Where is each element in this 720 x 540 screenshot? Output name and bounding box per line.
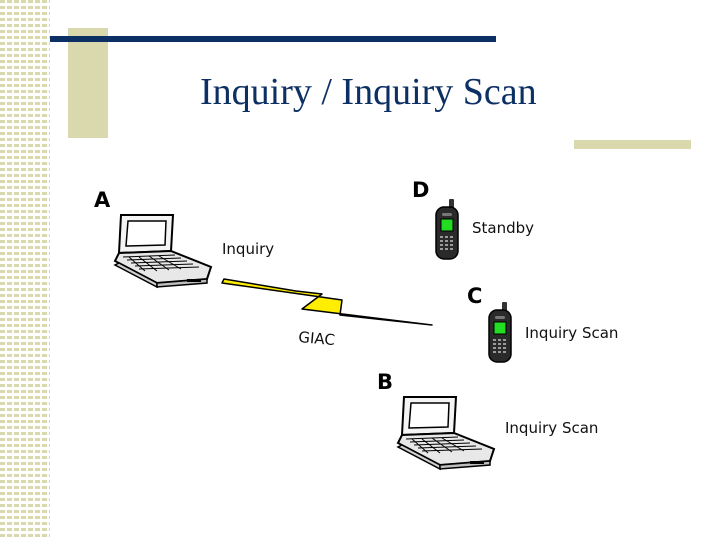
mobile-phone-icon (488, 301, 512, 363)
lightning-bolt-icon (221, 278, 433, 326)
node-b: B Inquiry Scan (377, 370, 598, 470)
mobile-phone-icon (435, 198, 459, 260)
node-state-b: Inquiry Scan (505, 419, 598, 437)
node-c: C Inquiry Scan (467, 284, 618, 363)
node-d: D Standby (412, 178, 534, 260)
node-letter-a: A (94, 188, 111, 212)
laptop-icon (114, 214, 212, 288)
decorative-stripe-bar (0, 0, 50, 540)
node-letter-c: C (467, 284, 482, 308)
giac-label: GIAC (298, 328, 336, 349)
node-state-a: Inquiry (222, 240, 274, 258)
slide-title: Inquiry / Inquiry Scan (200, 71, 537, 113)
title-underline (50, 36, 496, 42)
laptop-icon (397, 396, 495, 470)
node-a: A Inquiry (94, 188, 274, 288)
node-state-d: Standby (472, 219, 534, 237)
node-letter-b: B (377, 370, 393, 394)
node-state-c: Inquiry Scan (525, 324, 618, 342)
corner-accent (574, 140, 691, 149)
giac-link: GIAC (221, 278, 433, 349)
node-letter-d: D (412, 178, 429, 202)
accent-block (68, 28, 108, 138)
